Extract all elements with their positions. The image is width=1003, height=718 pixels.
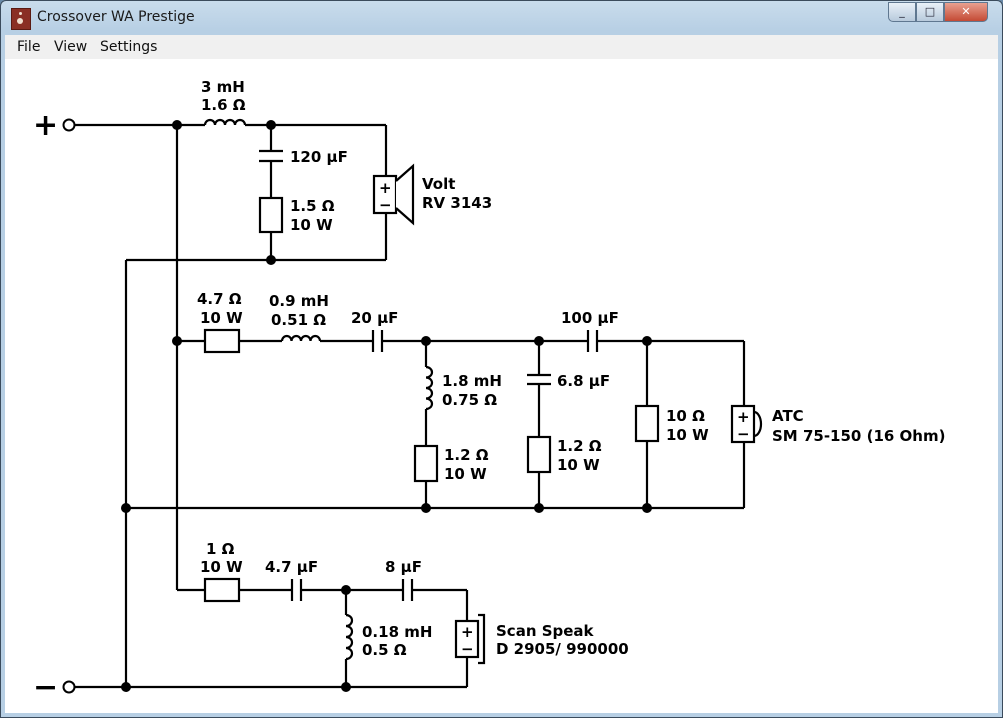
label: 0.18 mH [362,623,432,641]
label: 120 µF [290,148,348,166]
label: RV 3143 [422,194,492,212]
plus-sign: + [33,108,58,143]
mid-resistor-shunt-3[interactable] [634,404,660,443]
minus-sign: − [33,670,58,705]
high-speaker[interactable]: + − [454,613,486,665]
menu-view[interactable]: View [54,39,88,55]
speaker-app-icon [11,8,31,30]
mid-resistor-series[interactable] [203,328,241,354]
minus-terminal[interactable] [62,680,76,694]
label: 0.75 Ω [442,391,497,409]
mid-inductor-shunt[interactable] [425,365,434,411]
speaker-minus: − [461,640,474,658]
close-button[interactable]: ✕ [944,2,988,22]
maximize-button[interactable]: □ [916,2,944,22]
label: 20 µF [351,309,398,327]
tweeter-resistor[interactable] [258,196,284,234]
label: Volt [422,175,455,193]
label: 0.9 mH [269,292,329,310]
menu-file[interactable]: File [17,39,41,55]
menu-bar: File View Settings [5,35,998,60]
wires [74,123,746,689]
tweeter-speaker[interactable]: + − [372,163,415,226]
label: ATC [772,407,804,425]
mid-capacitor-shunt[interactable] [527,373,551,386]
plus-terminal[interactable] [62,118,76,132]
label: 10 W [290,216,333,234]
speaker-minus: − [737,425,750,443]
speaker-minus: − [379,196,392,214]
label: D 2905/ 990000 [496,640,629,658]
label: 1.6 Ω [201,96,246,114]
label: 10 W [200,558,243,576]
label: 6.8 µF [557,372,610,390]
mid-capacitor-series-2[interactable] [586,330,599,352]
label: 4.7 Ω [197,290,242,308]
label: 1.8 mH [442,372,502,390]
mid-resistor-shunt-2[interactable] [526,435,552,474]
label: 1.5 Ω [290,197,335,215]
crossover-schematic: + − [33,78,945,705]
minimize-button[interactable]: _ [888,2,916,22]
label: 100 µF [561,309,619,327]
speaker-plus: + [461,623,474,641]
high-resistor-series[interactable] [203,577,241,603]
schematic-canvas[interactable]: + − [5,59,998,713]
menu-settings[interactable]: Settings [100,39,158,55]
label: 10 W [444,465,487,483]
window-title: Crossover WA Prestige [37,9,195,25]
mid-resistor-shunt-1[interactable] [413,444,439,483]
mid-speaker[interactable]: + − [730,404,763,444]
component-labels: 3 mH 1.6 Ω 120 µF 1.5 Ω 10 W Volt RV 314… [197,78,945,659]
high-inductor-shunt[interactable] [345,613,354,661]
label: 0.51 Ω [271,311,326,329]
label: 0.5 Ω [362,641,407,659]
label: SM 75-150 (16 Ohm) [772,427,945,445]
mid-capacitor-series-1[interactable] [371,330,384,352]
title-bar[interactable]: Crossover WA Prestige _ □ ✕ [1,1,1002,35]
label: Scan Speak [496,622,595,640]
label: 8 µF [385,558,422,576]
junction-dots [121,120,652,692]
label: 3 mH [201,78,245,96]
high-capacitor-2[interactable] [401,579,414,601]
high-capacitor-1[interactable] [290,579,303,601]
label: 10 W [200,309,243,327]
label: 10 W [557,456,600,474]
label: 1.2 Ω [444,446,489,464]
label: 10 Ω [666,407,705,425]
tweeter-inductor[interactable] [203,118,247,126]
tweeter-capacitor[interactable] [259,149,283,163]
speaker-plus: + [379,179,392,197]
label: 4.7 µF [265,558,318,576]
mid-inductor-series[interactable] [280,334,322,342]
speaker-plus: + [737,408,750,426]
label: 1.2 Ω [557,437,602,455]
label: 1 Ω [206,540,235,558]
label: 10 W [666,426,709,444]
